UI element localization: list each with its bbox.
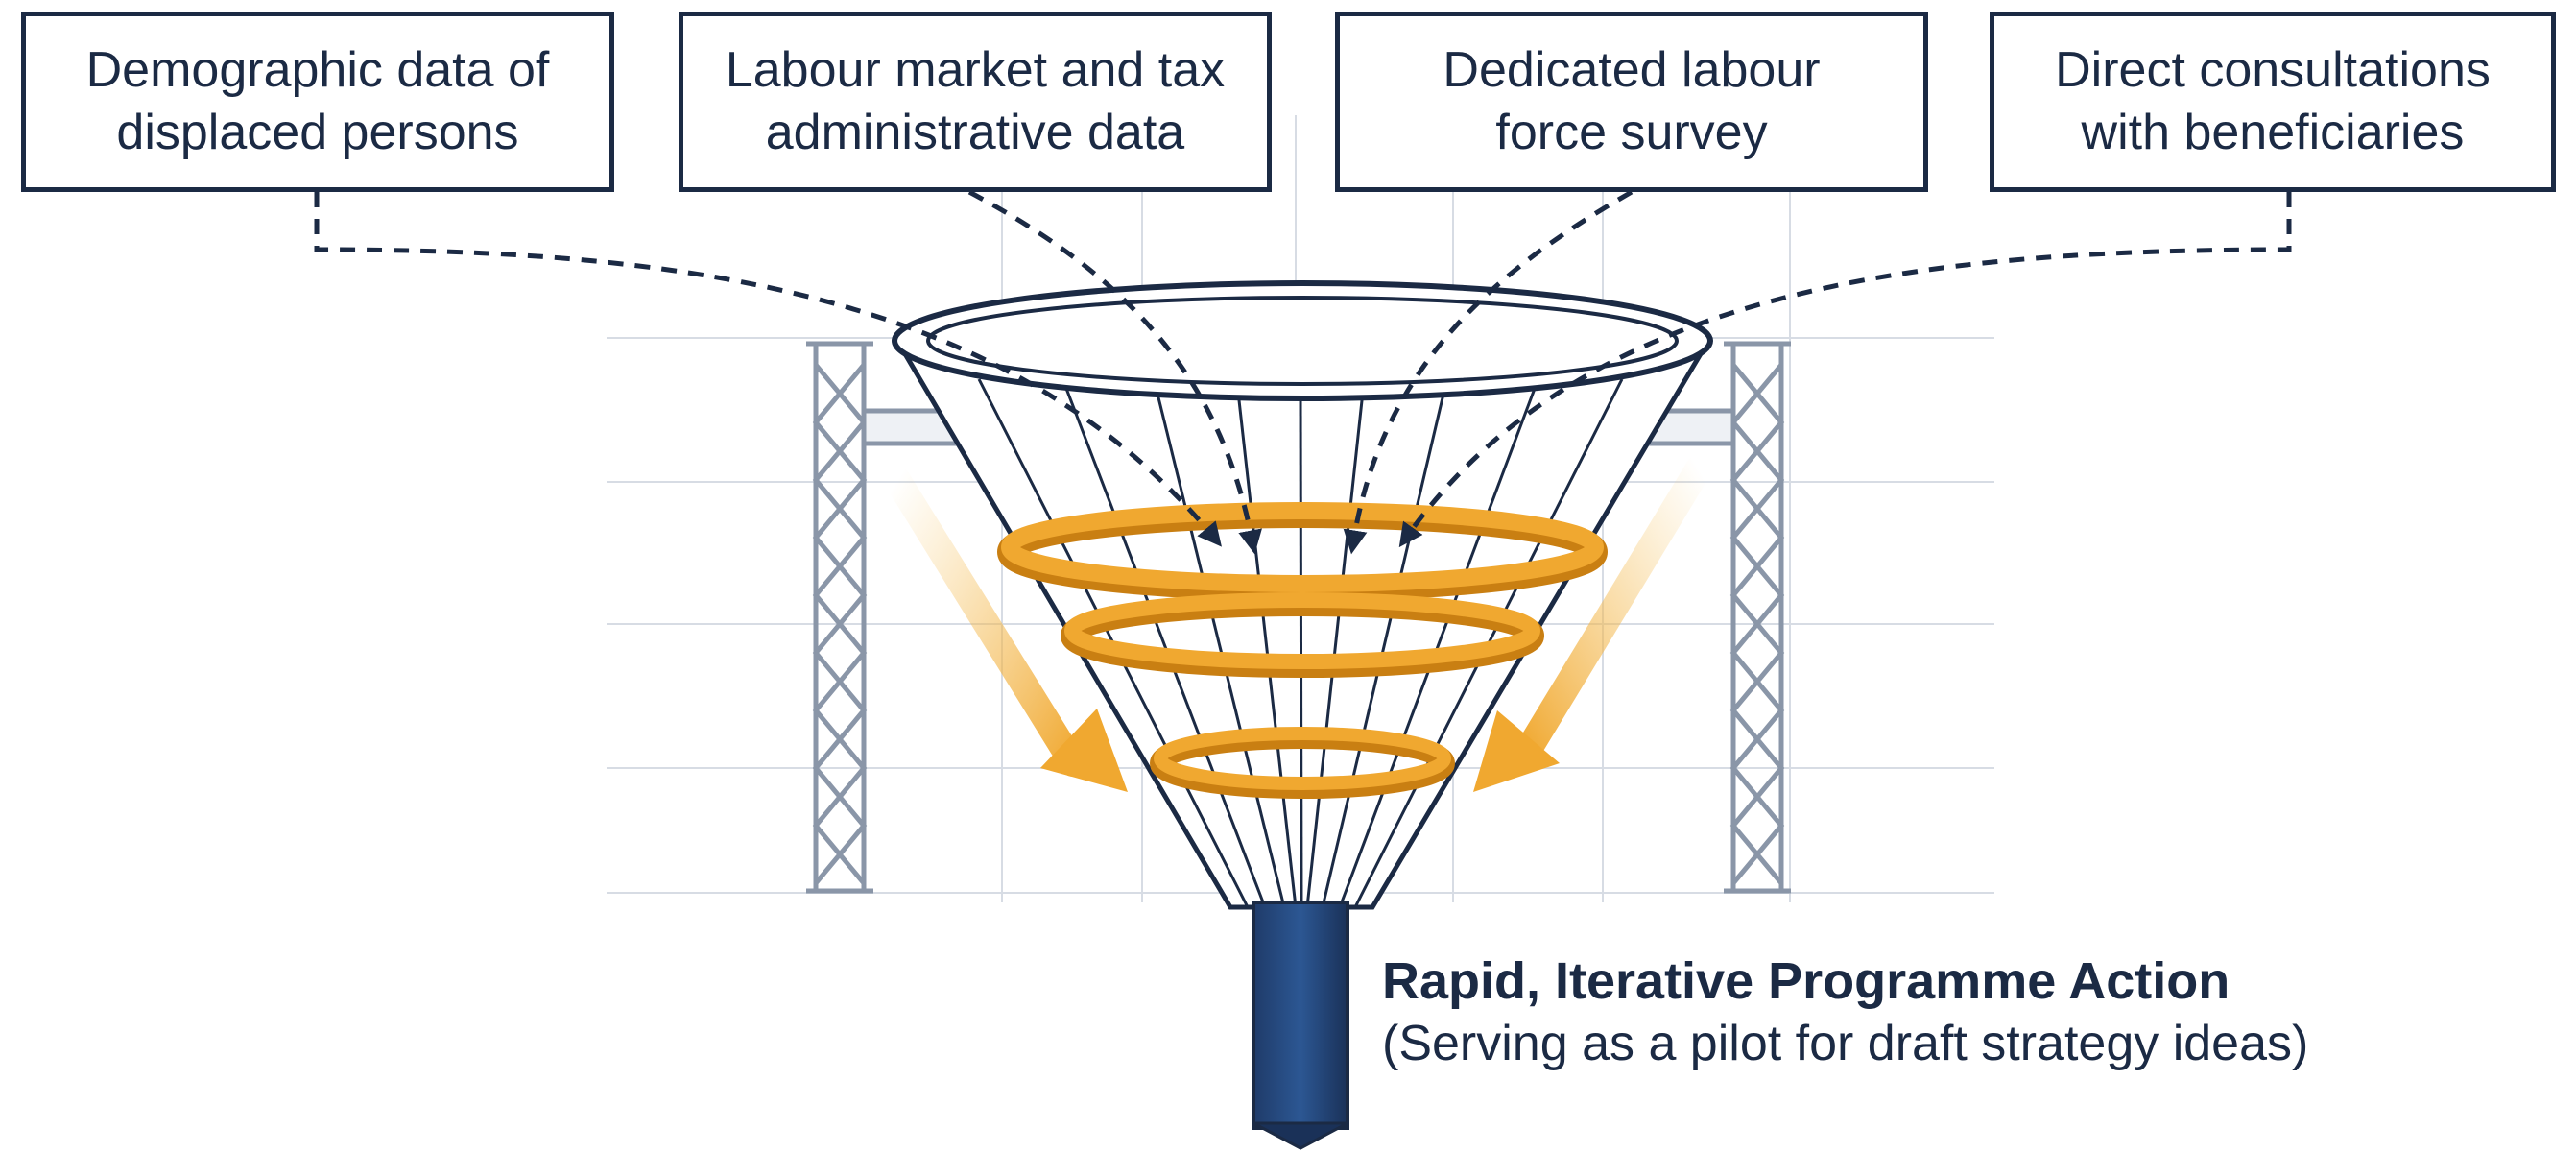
source-box-consultations: Direct consultations with beneficiaries <box>1990 12 2556 192</box>
connector-survey <box>1343 189 1634 555</box>
left-scaffold <box>806 341 991 894</box>
output-subtitle: (Serving as a pilot for draft strategy i… <box>1382 1015 2309 1071</box>
connector-demographic <box>314 192 1222 547</box>
orange-rings <box>997 502 1608 799</box>
connector-consultations <box>1398 192 2292 548</box>
source-box-survey: Dedicated labour force survey <box>1335 12 1928 192</box>
orange-arrow-right <box>1473 455 1712 792</box>
output-label: Rapid, Iterative Programme Action (Servi… <box>1382 950 2308 1075</box>
orange-arrow-left <box>884 467 1128 792</box>
source-box-labour-tax: Labour market and tax administrative dat… <box>679 12 1272 192</box>
source-box-demographic: Demographic data of displaced persons <box>21 12 614 192</box>
connector-labour-tax <box>967 189 1262 555</box>
dashed-connectors <box>314 189 2292 555</box>
output-title: Rapid, Iterative Programme Action <box>1382 952 2230 1010</box>
funnel <box>892 280 1713 910</box>
output-column <box>1252 901 1349 1150</box>
